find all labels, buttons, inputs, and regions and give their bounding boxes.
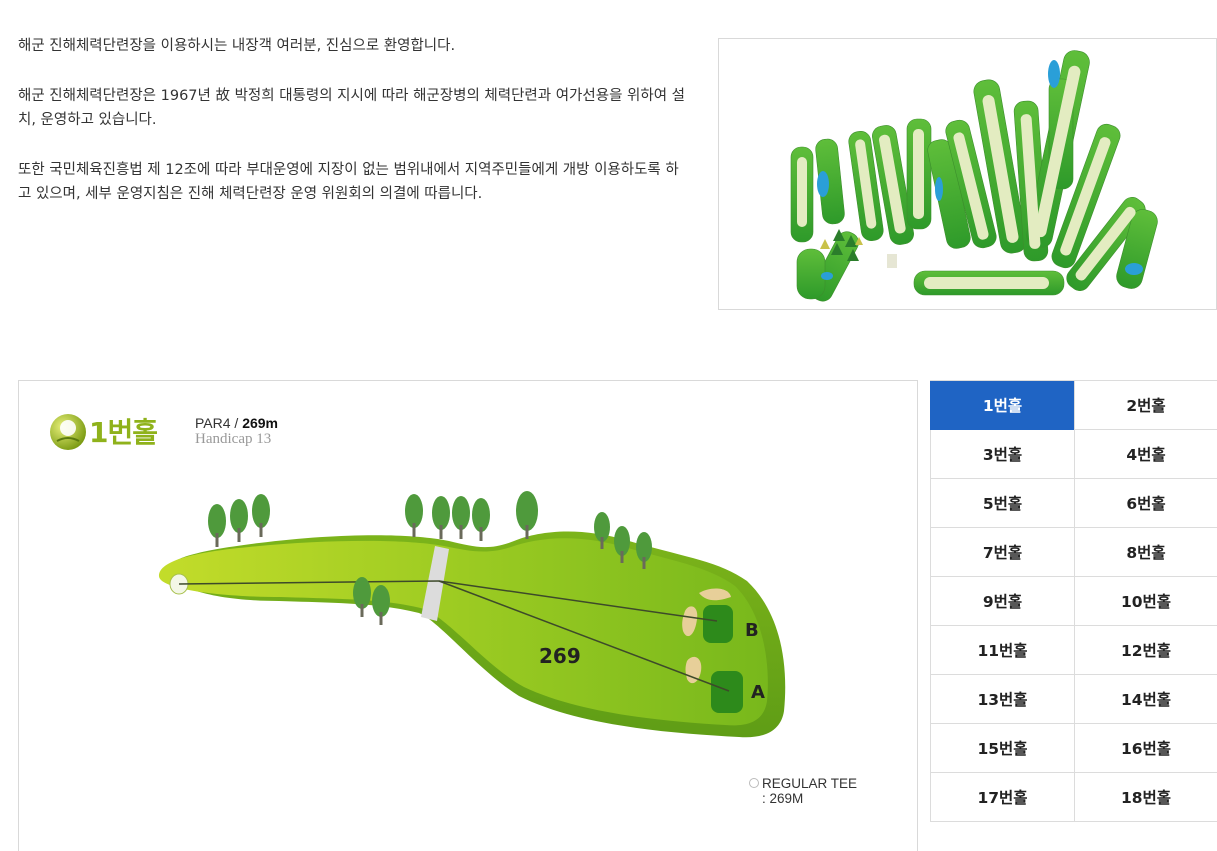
- handicap-label: Handicap 13: [195, 431, 272, 447]
- hole-button-7[interactable]: 7번홀: [930, 528, 1074, 577]
- hole-button-15[interactable]: 15번홀: [930, 724, 1074, 773]
- hole-button-9[interactable]: 9번홀: [930, 577, 1074, 626]
- hole-button-2[interactable]: 2번홀: [1074, 381, 1217, 430]
- hole-button-16[interactable]: 16번홀: [1074, 724, 1217, 773]
- hole-button-10[interactable]: 10번홀: [1074, 577, 1217, 626]
- circle-icon: [749, 778, 759, 788]
- hole-button-11[interactable]: 11번홀: [930, 626, 1074, 675]
- hole-button-18[interactable]: 18번홀: [1074, 773, 1217, 822]
- golf-ball-icon: [50, 414, 86, 450]
- hole-button-13[interactable]: 13번홀: [930, 675, 1074, 724]
- hole-button-1[interactable]: 1번홀: [930, 381, 1074, 430]
- tee-name: REGULAR TEE: [762, 776, 858, 791]
- hole-button-14[interactable]: 14번홀: [1074, 675, 1217, 724]
- course-overview-map: [718, 38, 1217, 310]
- tee-legend: REGULAR TEE : 269M: [749, 776, 857, 806]
- hole-detail-panel: 1번홀 PAR4 / 269m Handicap 13: [18, 380, 918, 851]
- hole-button-12[interactable]: 12번홀: [1074, 626, 1217, 675]
- hole-name: 1번홀: [89, 416, 158, 449]
- intro-text: 해군 진해체력단련장을 이용하시는 내장객 여러분, 진심으로 환영합니다. 해…: [18, 34, 688, 232]
- hole-layout-map: 269 B A: [159, 491, 786, 738]
- hole-button-8[interactable]: 8번홀: [1074, 528, 1217, 577]
- tee-distance: : 269M: [762, 791, 804, 806]
- hole-length: 269m: [242, 415, 279, 431]
- intro-paragraph-3: 또한 국민체육진흥법 제 12조에 따라 부대운영에 지장이 없는 범위내에서 …: [18, 162, 679, 202]
- hole-button-4[interactable]: 4번홀: [1074, 430, 1217, 479]
- tree-icon: [208, 491, 652, 625]
- distance-label: 269: [539, 644, 581, 668]
- hole-button-3[interactable]: 3번홀: [930, 430, 1074, 479]
- hole-button-5[interactable]: 5번홀: [930, 479, 1074, 528]
- green-b-label: B: [745, 620, 759, 641]
- par-length: PAR4 / 269m: [195, 415, 278, 431]
- par-label: PAR4 /: [195, 415, 239, 431]
- intro-paragraph-1: 해군 진해체력단련장을 이용하시는 내장객 여러분, 진심으로 환영합니다.: [18, 38, 456, 54]
- hole-button-6[interactable]: 6번홀: [1074, 479, 1217, 528]
- intro-paragraph-2: 해군 진해체력단련장은 1967년 故 박정희 대통령의 지시에 따라 해군장병…: [18, 88, 685, 128]
- hole-button-17[interactable]: 17번홀: [930, 773, 1074, 822]
- green-a-label: A: [751, 682, 765, 703]
